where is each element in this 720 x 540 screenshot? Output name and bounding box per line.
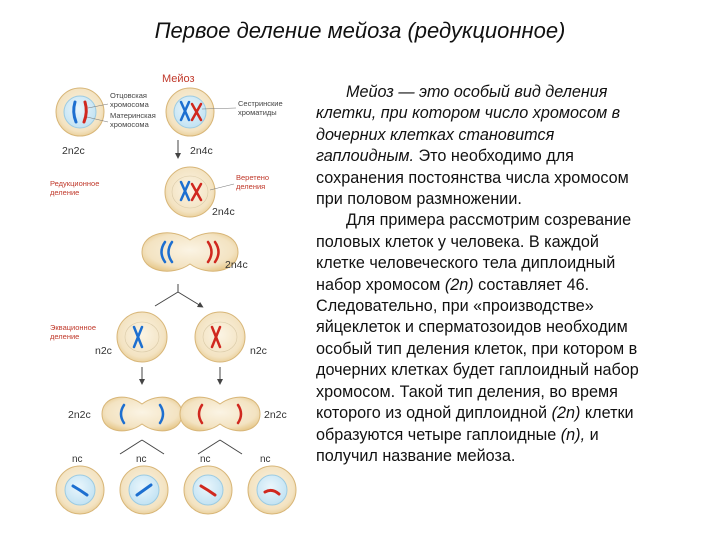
- label-reduction-division: Редукционное деление: [50, 179, 101, 197]
- formula-2n2c-left: 2n2c: [68, 409, 91, 421]
- gamete-cell-1: [55, 465, 105, 515]
- formula-2n4c-top: 2n4c: [190, 145, 213, 157]
- paragraph-example: Для примера рассмотрим созревание половы…: [316, 210, 646, 467]
- example-text-a: Для примера рассмотрим созревание половы…: [316, 211, 632, 294]
- cell-anaphase-2-right: [179, 396, 261, 432]
- formula-nc-3: nc: [200, 454, 211, 465]
- cell-reduction: [164, 166, 216, 218]
- label-spindle: Веретено деления: [236, 173, 271, 191]
- paragraph-definition: Мейоз — это особый вид деления клетки, п…: [316, 82, 646, 210]
- example-2n-b: (2n): [551, 404, 581, 423]
- label-mother-chromosome: Материнская хромосома: [110, 111, 158, 129]
- formula-2n2c-right: 2n2c: [264, 409, 287, 421]
- label-equation-division: Эквационное деление: [50, 323, 98, 341]
- arrow-split-left: [119, 439, 165, 455]
- slide-title: Первое деление мейоза (редукционное): [154, 18, 566, 43]
- cell-initial: [55, 87, 105, 137]
- cell-equation-left: [116, 311, 168, 363]
- cell-anaphase-1: [141, 232, 239, 272]
- gamete-cell-4: [247, 465, 297, 515]
- chromosomes-anaphase-1: [160, 240, 220, 264]
- formula-2n2c-top: 2n2c: [62, 145, 85, 157]
- example-text-c: составляет 46. Следовательно, при «произ…: [316, 275, 639, 423]
- formula-n2c-right: n2c: [250, 345, 267, 357]
- formula-n2c-left: n2c: [95, 345, 112, 357]
- example-text-g: и получил название мейоза.: [316, 425, 599, 465]
- meiosis-diagram: Мейоз Отцовская хромосома Материнская хр…: [50, 73, 297, 515]
- arrow-split-right: [197, 439, 243, 455]
- formula-2n4c-middle: 2n4c: [212, 206, 235, 218]
- example-2n-a: (2n): [444, 275, 474, 294]
- gamete-cell-2: [119, 465, 169, 515]
- cell-anaphase-2-left: [101, 396, 183, 432]
- formula-2n4c-anaphase: 2n4c: [225, 259, 248, 271]
- cell-equation-right: [194, 311, 246, 363]
- example-text-e: клетки образуются четыре гаплоидные: [316, 404, 634, 444]
- meiosis-definition: Мейоз — это особый вид деления клетки, п…: [316, 83, 621, 166]
- formula-nc-4: nc: [260, 454, 271, 465]
- chromosomes-initial: [72, 100, 88, 124]
- body-text: Мейоз — это особый вид деления клетки, п…: [316, 82, 646, 467]
- example-n: (n),: [560, 425, 586, 444]
- diagram-heading: Мейоз: [162, 73, 195, 85]
- arrow-split: [154, 284, 201, 306]
- chromosomes-replicated: [179, 100, 203, 122]
- formula-nc-1: nc: [72, 454, 83, 465]
- label-sister-chromatids: Сестринские хроматиды: [238, 99, 285, 117]
- label-father-chromosome: Отцовская хромосома: [110, 91, 150, 109]
- chromosomes-reduction: [179, 180, 203, 202]
- gamete-cell-3: [183, 465, 233, 515]
- formula-nc-2: nc: [136, 454, 147, 465]
- cell-replicated: [165, 87, 215, 137]
- definition-rest: Это необходимо для сохранения постоянств…: [316, 147, 629, 209]
